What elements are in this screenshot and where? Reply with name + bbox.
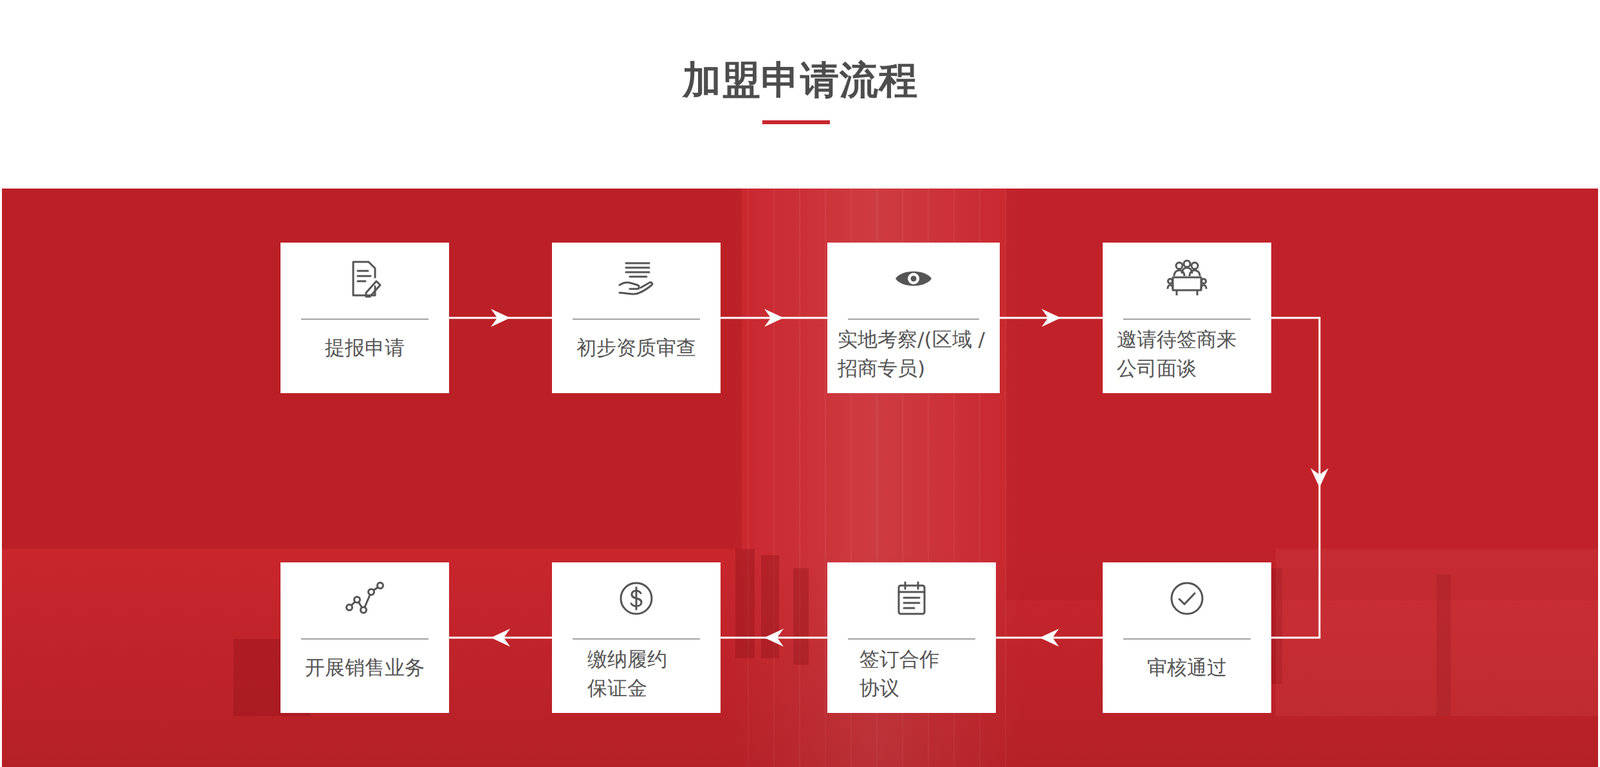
connector-line — [1271, 317, 1320, 638]
step-icon — [344, 257, 386, 300]
process-box: 实地考察/(区域 /招商专员) — [827, 242, 1000, 394]
step-label: 开展销售业务 — [304, 652, 425, 682]
text-area: 签订合作 协议 — [827, 644, 996, 703]
step-label: 签订合作 协议 — [859, 644, 969, 703]
text-area: 缴纳履约 保证金 — [551, 644, 721, 703]
process-box: 邀请待签商来 公司面谈 — [1102, 242, 1272, 394]
text-area: 初步资质审查 — [551, 333, 721, 363]
text-area: 审核通过 — [1102, 652, 1272, 682]
step-label: 实地考察/(区域 /招商专员) — [837, 324, 990, 383]
box-divider — [572, 638, 700, 640]
process-box: 缴纳履约 保证金 — [551, 562, 721, 713]
box-divider — [572, 318, 700, 320]
step-icon — [891, 577, 933, 619]
box-divider — [301, 318, 429, 320]
step-icon — [1166, 257, 1208, 300]
flow-arrow — [449, 628, 552, 647]
arrow-head — [1310, 468, 1329, 488]
text-area: 实地考察/(区域 /招商专员) — [827, 324, 1000, 383]
flow-arrow — [995, 628, 1103, 647]
process-box: 审核通过 — [1102, 562, 1272, 713]
step-icon — [615, 257, 657, 300]
box-divider — [1123, 638, 1251, 640]
flow-arrow — [720, 628, 828, 647]
arrow-head — [490, 628, 511, 647]
text-area: 开展销售业务 — [280, 652, 450, 682]
text-area: 邀请待签商来 公司面谈 — [1102, 324, 1272, 383]
flow-arrow — [999, 308, 1103, 327]
process-box: 签订合作 协议 — [827, 562, 996, 713]
step-icon — [344, 577, 386, 619]
step-icon — [892, 257, 935, 300]
title-underline — [762, 120, 830, 125]
background-photo — [1, 188, 1599, 767]
box-divider — [847, 638, 976, 640]
arrow-head — [1039, 628, 1059, 647]
arrow-head — [1041, 308, 1061, 327]
step-icon — [1166, 577, 1208, 619]
step-label: 初步资质审查 — [576, 333, 697, 363]
box-divider — [301, 638, 429, 640]
text-area: 提报申请 — [280, 333, 450, 363]
process-box: 初步资质审查 — [551, 242, 721, 394]
step-label: 审核通过 — [1147, 652, 1227, 682]
flow-arrow — [720, 308, 828, 327]
flow-arrow — [1271, 317, 1329, 638]
title-wrap: 加盟申请流程 — [0, 56, 1600, 103]
diagram-title: 加盟申请流程 — [682, 56, 919, 103]
process-box: 开展销售业务 — [280, 562, 450, 713]
arrow-head — [764, 308, 784, 327]
step-label: 缴纳履约 保证金 — [587, 644, 697, 703]
step-icon — [615, 577, 657, 619]
process-box: 提报申请 — [280, 242, 450, 394]
box-divider — [847, 318, 980, 320]
arrow-head — [764, 628, 784, 647]
arrow-head — [490, 308, 511, 327]
box-divider — [1123, 318, 1251, 320]
flow-arrow — [449, 308, 552, 327]
background-band — [1, 188, 1599, 767]
step-label: 邀请待签商来 公司面谈 — [1116, 324, 1260, 383]
step-label: 提报申请 — [324, 333, 405, 363]
